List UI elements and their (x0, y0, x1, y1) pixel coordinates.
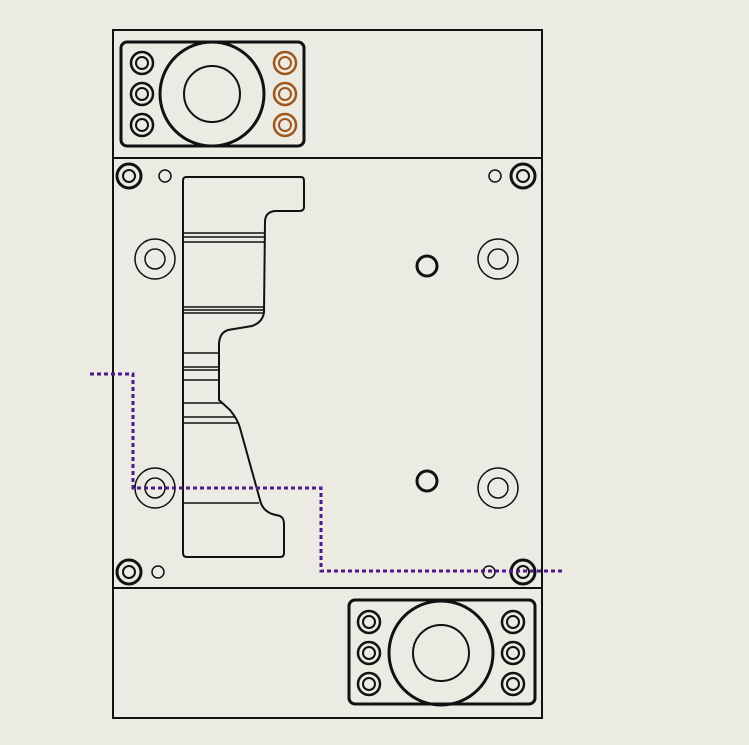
dowel-pin-icon (488, 169, 502, 183)
section-line[interactable] (90, 372, 563, 573)
bottom-sprue-bushing (412, 624, 470, 682)
corner-screw-icon (115, 558, 143, 586)
guide-pin-bushing-icon (477, 238, 519, 280)
corner-screw-icon (509, 162, 537, 190)
socket-head-screw-icon (272, 112, 298, 138)
corner-screw-icon (115, 162, 143, 190)
socket-head-screw-icon (356, 671, 382, 697)
socket-head-screw-icon (356, 609, 382, 635)
socket-head-screw-icon (356, 640, 382, 666)
socket-head-screw-icon (272, 81, 298, 107)
socket-head-screw-icon (272, 50, 298, 76)
cavity-grooves (183, 232, 264, 504)
socket-head-screw-icon (129, 81, 155, 107)
top-sprue-bushing (183, 65, 241, 123)
ejector-pin-icon (415, 469, 439, 493)
bottom-locating-ring (387, 599, 495, 707)
socket-head-screw-icon (500, 671, 526, 697)
ejector-pin-icon (415, 254, 439, 278)
dowel-pin-icon (158, 169, 172, 183)
socket-head-screw-icon (500, 609, 526, 635)
guide-pin-bushing-icon (134, 238, 176, 280)
socket-head-screw-icon (129, 50, 155, 76)
guide-pin-bushing-icon (477, 467, 519, 509)
dowel-pin-icon (151, 565, 165, 579)
socket-head-screw-icon (500, 640, 526, 666)
socket-head-screw-icon (129, 112, 155, 138)
top-locating-ring (158, 40, 266, 148)
